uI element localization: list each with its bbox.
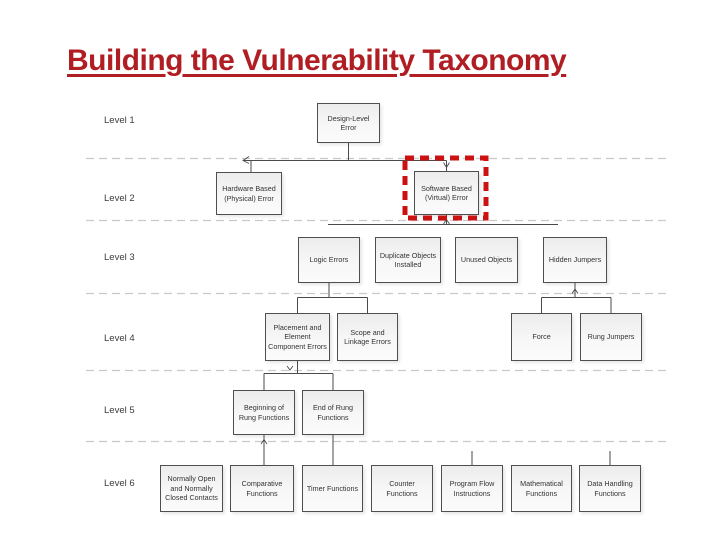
node-software-based-error: Software Based (Virtual) Error <box>414 171 479 215</box>
slide-title: Building the Vulnerability Taxonomy <box>67 44 567 77</box>
node-force: Force <box>511 313 572 361</box>
node-normally-open-closed-contacts: Normally Open and Normally Closed Contac… <box>160 465 223 512</box>
level-label-4: Level 4 <box>104 333 135 344</box>
node-program-flow-instructions: Program Flow Instructions <box>441 465 503 512</box>
node-comparative-functions: Comparative Functions <box>230 465 294 512</box>
node-timer-functions: Timer Functions <box>302 465 363 512</box>
node-unused-objects: Unused Objects <box>455 237 518 283</box>
node-counter-functions: Counter Functions <box>371 465 433 512</box>
level-label-1: Level 1 <box>104 115 135 126</box>
node-logic-errors: Logic Errors <box>298 237 360 283</box>
node-beginning-of-rung-functions: Beginning of Rung Functions <box>233 390 295 435</box>
level-label-5: Level 5 <box>104 405 135 416</box>
node-placement-element-component-errors: Placement and Element Component Errors <box>265 313 330 361</box>
node-hardware-based-error: Hardware Based (Physical) Error <box>216 172 282 215</box>
node-design-level-error: Design-Level Error <box>317 103 380 143</box>
level-label-6: Level 6 <box>104 478 135 489</box>
node-rung-jumpers: Rung Jumpers <box>580 313 642 361</box>
node-data-handling-functions: Data Handling Functions <box>579 465 641 512</box>
node-hidden-jumpers: Hidden Jumpers <box>543 237 607 283</box>
node-scope-linkage-errors: Scope and Linkage Errors <box>337 313 398 361</box>
node-duplicate-objects-installed: Duplicate Objects Installed <box>375 237 441 283</box>
level-label-3: Level 3 <box>104 252 135 263</box>
node-end-of-rung-functions: End of Rung Functions <box>302 390 364 435</box>
level-divider-lines <box>86 157 667 443</box>
level-label-2: Level 2 <box>104 193 135 204</box>
node-mathematical-functions: Mathematical Functions <box>511 465 572 512</box>
